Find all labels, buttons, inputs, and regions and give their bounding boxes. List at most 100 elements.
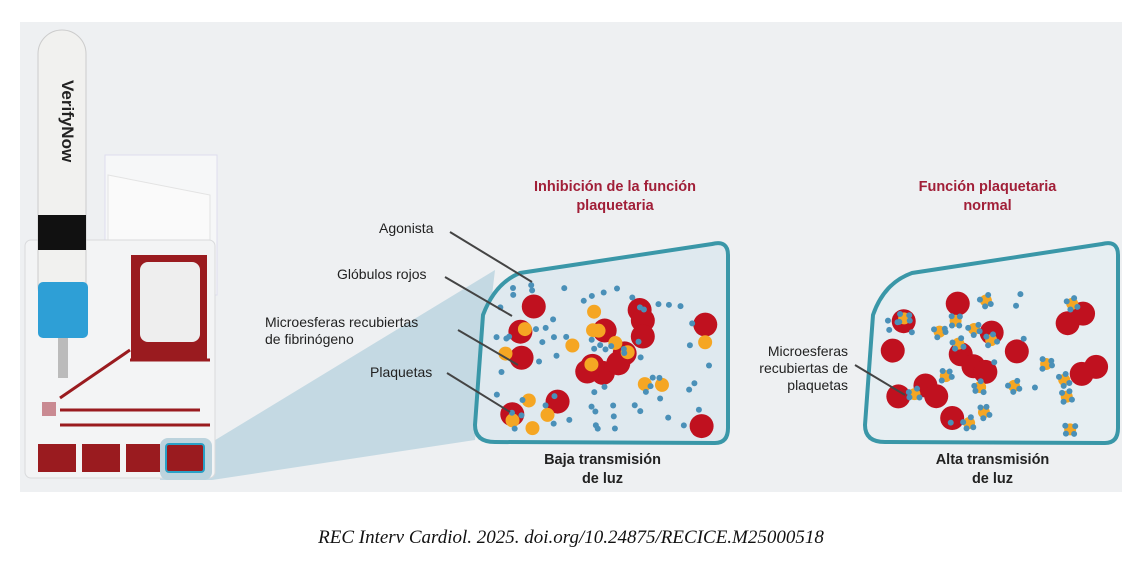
platelet (1066, 388, 1073, 395)
fibrinogen-bead (498, 346, 513, 361)
platelet (884, 317, 891, 324)
platelet (594, 425, 601, 432)
platelet (642, 388, 649, 395)
title-line: plaquetaria (576, 198, 654, 214)
platelet (1062, 422, 1069, 429)
platelet (948, 322, 955, 329)
platelet (529, 287, 536, 294)
platelet (1039, 365, 1046, 372)
platelet (1059, 389, 1066, 396)
platelet (985, 291, 992, 298)
platelet (580, 297, 587, 304)
result-line: de luz (581, 471, 624, 487)
tube-cap (38, 282, 88, 338)
fibrinogen-bead (698, 335, 713, 350)
platelet (982, 303, 989, 310)
platelet (677, 303, 684, 310)
platelet (1071, 430, 1078, 437)
platelet (649, 374, 656, 381)
fibrinogen-bead (505, 413, 520, 428)
platelet (611, 425, 618, 432)
platelet (637, 354, 644, 361)
platelet (1014, 377, 1021, 384)
platelet (1055, 373, 1062, 380)
platelet (1017, 291, 1024, 298)
platelet (566, 416, 573, 423)
platelet (1005, 382, 1012, 389)
platelet (518, 412, 525, 419)
platelet (551, 393, 558, 400)
particles-normal (880, 291, 1109, 437)
magnification-beam (160, 270, 495, 480)
fibrinogen-bead (521, 393, 536, 408)
platelet (1039, 356, 1046, 363)
platelet (608, 343, 615, 350)
platelet (508, 409, 515, 416)
platelet (553, 352, 560, 359)
fibrinogen-bead (654, 377, 669, 392)
platelet (994, 338, 1001, 345)
platelet (894, 319, 901, 326)
platelet (550, 420, 557, 427)
red-blood-cell (945, 291, 970, 316)
red-blood-cell (940, 405, 965, 430)
platelet (591, 389, 598, 396)
platelet (665, 414, 672, 421)
leader-lines (444, 231, 906, 413)
platelet (1048, 362, 1055, 369)
platelet (509, 285, 516, 292)
platelet (976, 328, 983, 335)
platelet (601, 383, 608, 390)
red-blood-cell (924, 384, 949, 409)
platelet (971, 382, 978, 389)
platelet (976, 296, 983, 303)
platelet (665, 301, 672, 308)
platelet (908, 329, 915, 336)
platelet (631, 402, 638, 409)
platelet (542, 402, 549, 409)
platelet (503, 335, 510, 342)
fibrinogen-bead (587, 304, 602, 319)
platelet (1048, 357, 1055, 364)
platelet (600, 289, 607, 296)
platelet (931, 326, 938, 333)
platelet (938, 377, 945, 384)
platelet (949, 339, 956, 346)
label-line: de fibrinógeno (265, 331, 354, 347)
platelet (948, 373, 955, 380)
platelet (1068, 396, 1075, 403)
platelet (539, 339, 546, 346)
platelet (680, 422, 687, 429)
platelet (1062, 371, 1069, 378)
platelet (886, 326, 893, 333)
platelet (970, 424, 977, 431)
platelet (610, 413, 617, 420)
platelet (542, 324, 549, 331)
platelet (960, 343, 967, 350)
platelet (597, 342, 604, 349)
platelet (532, 326, 539, 333)
label-line: Microesferas recubiertas (265, 314, 419, 330)
platelet (963, 425, 970, 432)
platelet (621, 350, 628, 357)
platelet (689, 320, 696, 327)
platelet (941, 325, 948, 332)
platelet (602, 346, 609, 353)
platelet (1060, 398, 1067, 405)
platelet (906, 312, 913, 319)
platelet (1013, 302, 1020, 309)
platelet (939, 367, 946, 374)
platelet (656, 374, 663, 381)
red-blood-cell (1004, 339, 1029, 364)
platelet (511, 425, 518, 432)
platelet (637, 408, 644, 415)
platelet (983, 333, 990, 340)
label-line: plaquetas (787, 377, 848, 393)
red-blood-cell (689, 414, 714, 439)
platelet (613, 285, 620, 292)
platelet (588, 403, 595, 410)
verifynow-cartridge: VerifyNow (24, 29, 218, 480)
